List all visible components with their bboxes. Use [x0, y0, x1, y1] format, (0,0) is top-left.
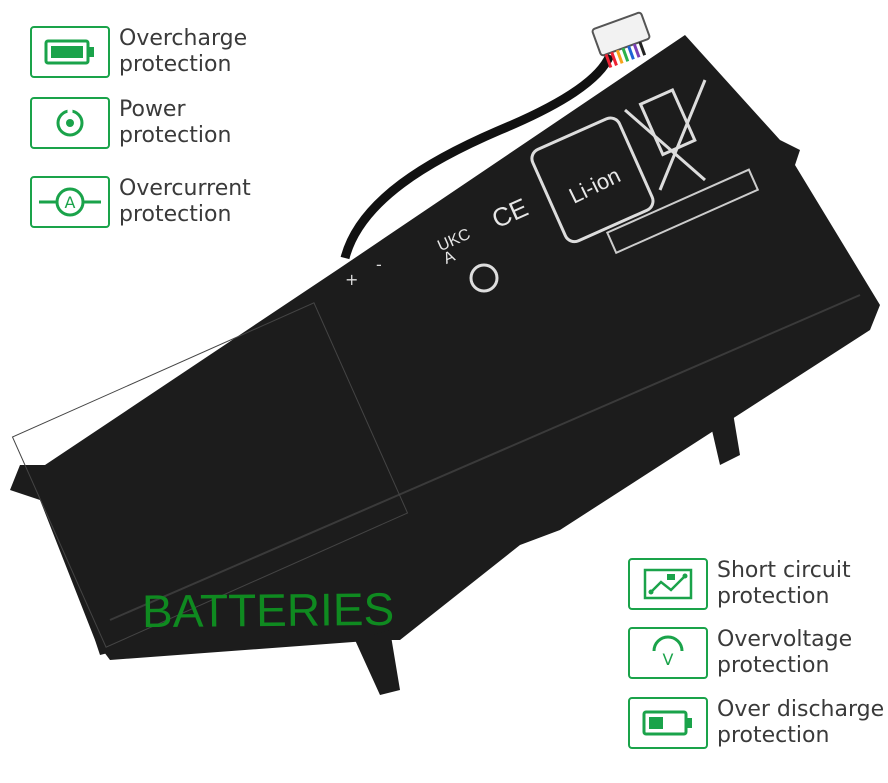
mount-tab	[95, 630, 120, 655]
feature-short-circuit: Short circuit protection	[628, 558, 851, 610]
feature-label: Overcurrent protection	[119, 176, 251, 227]
recycle-box	[530, 116, 655, 244]
feature-label: Power protection	[119, 97, 232, 148]
battery-full-icon	[30, 26, 110, 78]
feature-label: Over discharge protection	[717, 697, 885, 748]
feature-over-discharge: Over discharge protection	[628, 697, 884, 749]
feature-overcurrent: A Overcurrent protection	[30, 176, 251, 228]
circuit-board-icon	[628, 558, 708, 610]
spec-label	[11, 302, 409, 648]
minus-sign: -	[376, 255, 382, 274]
battery-low-icon	[628, 697, 708, 749]
power-icon	[30, 97, 110, 149]
svg-text:A: A	[65, 193, 76, 212]
battery-body	[10, 35, 880, 660]
feature-overvoltage: V Overvoltage protection	[628, 627, 852, 679]
crossed-bin-icon	[624, 79, 707, 191]
serial-strip	[605, 168, 760, 255]
ammeter-icon: A	[30, 176, 110, 228]
svg-text:V: V	[663, 650, 674, 669]
feature-overcharge: Overcharge protection	[30, 26, 247, 78]
plus-sign: +	[345, 270, 359, 289]
feature-label: Overcharge protection	[119, 26, 248, 77]
feature-power: Power protection	[30, 97, 231, 149]
mount-tab	[705, 395, 740, 465]
voltmeter-icon: V	[628, 627, 708, 679]
connector-plug	[591, 11, 651, 57]
watermark-text: BATTERIES	[141, 582, 395, 638]
feature-label: Short circuit protection	[717, 558, 851, 609]
edge-highlight	[109, 294, 861, 621]
connector-cable	[340, 53, 615, 260]
feature-label: Overvoltage protection	[717, 627, 853, 678]
recycle-5-icon	[469, 263, 499, 293]
mount-tab	[355, 630, 400, 695]
